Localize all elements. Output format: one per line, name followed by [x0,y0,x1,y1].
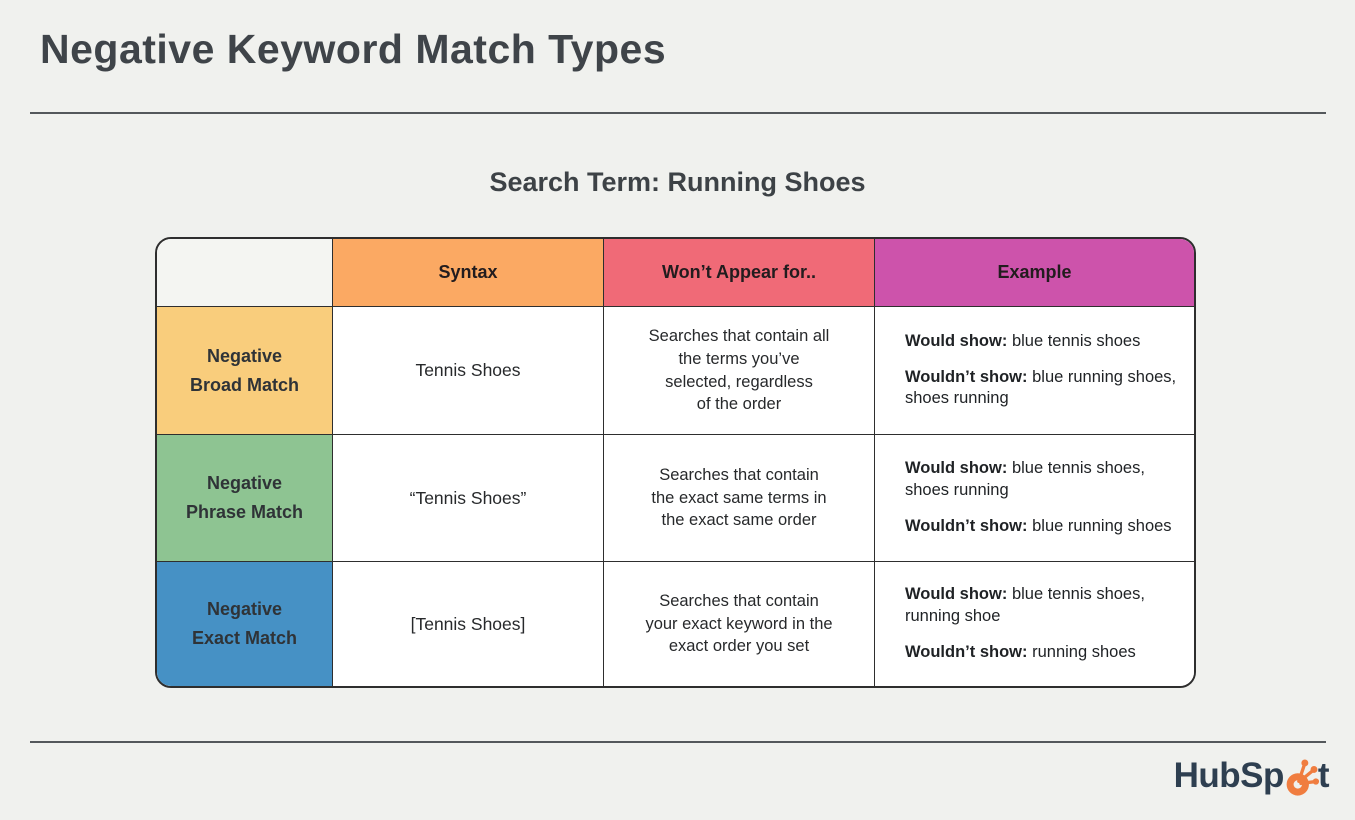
would-show-line: Would show: blue tennis shoes, running s… [905,584,1178,628]
wouldnt-show-value: blue running shoes, shoes running [905,367,1177,408]
syntax-cell-broad: Tennis Shoes [333,307,604,435]
would-show-label: Would show: [905,585,1008,604]
wouldnt-show-value: blue running shoes [1032,516,1172,535]
match-types-table: Syntax Won’t Appear for.. Example Negati… [155,237,1196,688]
row-label-negative-exact-match: Negative Exact Match [157,562,333,686]
wont-appear-cell-exact: Searches that contain your exact keyword… [604,562,875,686]
hubspot-logo-text-prefix: HubSp [1173,756,1285,795]
would-show-label: Would show: [905,331,1008,350]
wouldnt-show-value: running shoes [1032,642,1136,661]
syntax-cell-phrase: “Tennis Shoes” [333,435,604,562]
example-cell-broad: Would show: blue tennis shoes Wouldn’t s… [875,307,1194,435]
column-header-example: Example [875,239,1194,307]
top-divider [30,112,1326,114]
column-header-wont-appear: Won’t Appear for.. [604,239,875,307]
would-show-value: blue tennis shoes, shoes running [905,459,1145,500]
search-term-subtitle: Search Term: Running Shoes [489,167,866,197]
hubspot-logo: HubSp t [1173,756,1330,796]
row-label-negative-broad-match: Negative Broad Match [157,307,333,435]
would-show-label: Would show: [905,459,1008,478]
hubspot-sprocket-icon [1286,759,1319,796]
would-show-value: blue tennis shoes [1011,331,1141,350]
example-cell-phrase: Would show: blue tennis shoes, shoes run… [875,435,1194,562]
wouldnt-show-label: Wouldn’t show: [905,367,1028,386]
wouldnt-show-line: Wouldn’t show: blue running shoes, shoes… [905,367,1178,411]
bottom-divider [30,741,1326,743]
would-show-line: Would show: blue tennis shoes, shoes run… [905,458,1178,502]
example-cell-exact: Would show: blue tennis shoes, running s… [875,562,1194,686]
syntax-cell-exact: [Tennis Shoes] [333,562,604,686]
wouldnt-show-line: Wouldn’t show: blue running shoes [905,516,1172,538]
would-show-line: Would show: blue tennis shoes [905,331,1140,353]
wouldnt-show-label: Wouldn’t show: [905,642,1028,661]
wouldnt-show-line: Wouldn’t show: running shoes [905,642,1136,664]
row-label-negative-phrase-match: Negative Phrase Match [157,435,333,562]
wont-appear-cell-phrase: Searches that contain the exact same ter… [604,435,875,562]
page-title: Negative Keyword Match Types [40,26,667,72]
wouldnt-show-label: Wouldn’t show: [905,516,1028,535]
would-show-value: blue tennis shoes, running shoe [905,585,1145,626]
wont-appear-cell-broad: Searches that contain all the terms you’… [604,307,875,435]
table-corner-cell [157,239,333,307]
column-header-syntax: Syntax [333,239,604,307]
hubspot-logo-text-suffix: t [1317,756,1330,795]
